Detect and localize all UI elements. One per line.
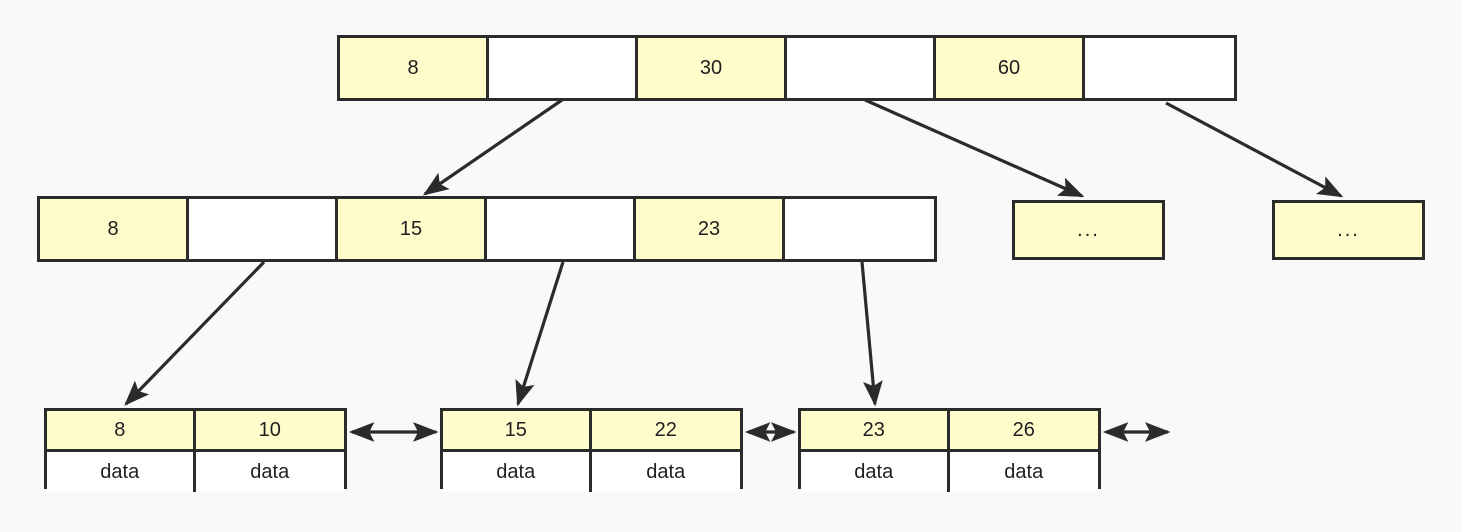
- leaf-3-data-2[interactable]: data: [949, 452, 1098, 492]
- leaf-node-1-key-row: 8 10: [47, 411, 344, 452]
- edges-root-to-children: [422, 98, 1344, 198]
- leaf-node-3[interactable]: 23 26 data data: [798, 408, 1101, 492]
- root-cell-key-2[interactable]: 30: [638, 38, 787, 98]
- leaf-3-data-1[interactable]: data: [801, 452, 950, 492]
- leaf-node-3-data-row: data data: [801, 452, 1098, 492]
- root-cell-key-3[interactable]: 60: [936, 38, 1085, 98]
- internal-cell-key-2[interactable]: 15: [338, 199, 487, 259]
- leaf-1-key-2[interactable]: 10: [195, 411, 344, 449]
- leaf-node-3-key-row: 23 26: [801, 411, 1098, 452]
- root-cell-pointer-2[interactable]: [787, 38, 936, 98]
- edge-root-to-ellipsis-1: [864, 98, 1085, 198]
- internal-cell-key-1[interactable]: 8: [40, 199, 189, 259]
- internal-node-ellipsis-1[interactable]: ...: [1012, 200, 1165, 260]
- internal-cell-pointer-2[interactable]: [487, 199, 636, 259]
- leaf-2-key-1[interactable]: 15: [443, 411, 592, 449]
- leaf-node-2-key-row: 15 22: [443, 411, 740, 452]
- edge-internal-to-leaf-3: [860, 261, 883, 407]
- internal-cell-pointer-1[interactable]: [189, 199, 338, 259]
- internal-cell-key-3[interactable]: 23: [636, 199, 785, 259]
- root-node[interactable]: 8 30 60: [337, 35, 1237, 101]
- internal-node[interactable]: 8 15 23: [37, 196, 937, 262]
- edge-root-to-internal: [422, 98, 563, 196]
- edge-internal-to-leaf-2: [515, 261, 565, 407]
- edge-root-to-ellipsis-2: [1165, 101, 1344, 198]
- leaf-3-key-2[interactable]: 26: [949, 411, 1098, 449]
- leaf-1-key-1[interactable]: 8: [47, 411, 196, 449]
- leaf-node-1-data-row: data data: [47, 452, 344, 492]
- ellipsis-node-1-label: ...: [1015, 203, 1162, 257]
- leaf-2-data-2[interactable]: data: [591, 452, 740, 492]
- leaf-node-1[interactable]: 8 10 data data: [44, 408, 347, 492]
- leaf-1-data-2[interactable]: data: [195, 452, 344, 492]
- internal-node-cells: 8 15 23: [40, 199, 934, 259]
- leaf-2-data-1[interactable]: data: [443, 452, 592, 492]
- edge-internal-to-leaf-1: [124, 260, 266, 406]
- leaf-node-2-data-row: data data: [443, 452, 740, 492]
- root-node-cells: 8 30 60: [340, 38, 1234, 98]
- internal-cell-pointer-3[interactable]: [785, 199, 934, 259]
- internal-node-ellipsis-2[interactable]: ...: [1272, 200, 1425, 260]
- ellipsis-node-2-cells: ...: [1275, 203, 1422, 257]
- edges-internal-to-leaves: [124, 260, 883, 407]
- root-cell-pointer-1[interactable]: [489, 38, 638, 98]
- ellipsis-node-1-cells: ...: [1015, 203, 1162, 257]
- leaf-2-key-2[interactable]: 22: [591, 411, 740, 449]
- leaf-node-2[interactable]: 15 22 data data: [440, 408, 743, 492]
- root-cell-pointer-3[interactable]: [1085, 38, 1234, 98]
- root-cell-key-1[interactable]: 8: [340, 38, 489, 98]
- ellipsis-node-2-label: ...: [1275, 203, 1422, 257]
- leaf-1-data-1[interactable]: data: [47, 452, 196, 492]
- leaf-3-key-1[interactable]: 23: [801, 411, 950, 449]
